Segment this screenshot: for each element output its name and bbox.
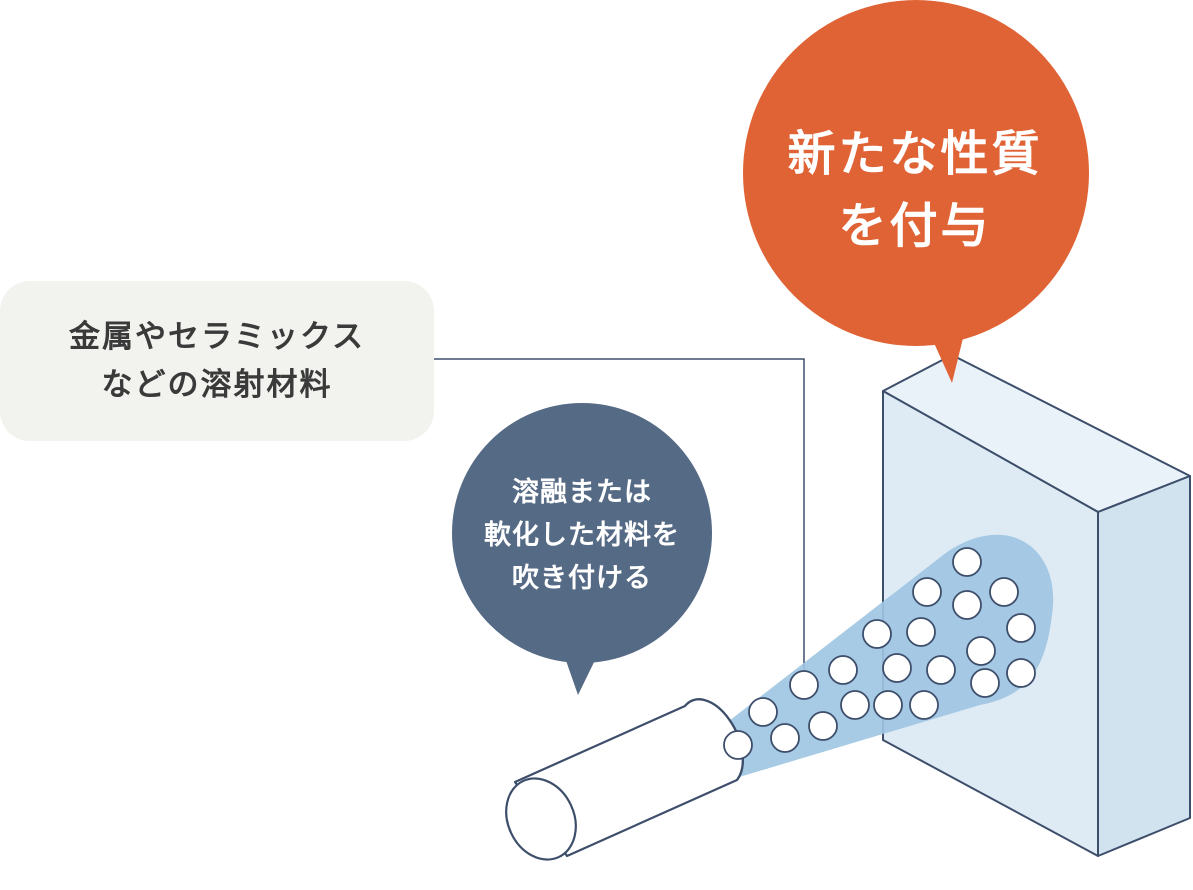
spray-bubble-text: 溶融または 軟化した材料を 吹き付ける bbox=[452, 460, 712, 610]
spray-speech-bubble bbox=[452, 403, 712, 695]
particle bbox=[862, 619, 892, 649]
spray-bubble-line1: 溶融または bbox=[512, 476, 652, 508]
result-speech-bubble bbox=[743, 0, 1089, 383]
spray-bubble-line3: 吹き付ける bbox=[512, 562, 652, 594]
particle bbox=[828, 655, 858, 685]
particle bbox=[840, 690, 870, 720]
result-bubble-text: 新たな性質 を付与 bbox=[740, 100, 1090, 280]
particle bbox=[770, 723, 800, 753]
material-label-line1: 金属やセラミックス bbox=[68, 319, 366, 355]
particle bbox=[1006, 613, 1036, 643]
particle bbox=[952, 547, 982, 577]
material-label-line2: などの溶射材料 bbox=[101, 367, 333, 403]
spray-gun-nozzle bbox=[505, 698, 744, 861]
nozzle-end-face bbox=[505, 777, 577, 861]
result-bubble-line2: を付与 bbox=[838, 198, 992, 254]
particle bbox=[1006, 658, 1036, 688]
result-bubble-line1: 新たな性質 bbox=[787, 126, 1043, 182]
particle bbox=[926, 655, 956, 685]
nozzle-back-edge bbox=[684, 698, 744, 781]
particle bbox=[808, 711, 838, 741]
particle bbox=[723, 730, 753, 760]
block-side-face bbox=[1097, 475, 1191, 857]
particle bbox=[882, 653, 912, 683]
particle bbox=[789, 670, 819, 700]
result-bubble-circle bbox=[743, 0, 1089, 346]
particle bbox=[912, 577, 942, 607]
spray-bubble-circle bbox=[452, 403, 712, 663]
spray-bubble-line2: 軟化した材料を bbox=[484, 519, 680, 551]
particle bbox=[906, 617, 936, 647]
spray-bubble-tail bbox=[563, 652, 599, 695]
particle bbox=[909, 690, 939, 720]
particle bbox=[989, 577, 1019, 607]
particle bbox=[873, 690, 903, 720]
result-bubble-tail bbox=[930, 330, 965, 383]
particle bbox=[952, 590, 982, 620]
particle bbox=[970, 668, 1000, 698]
particle bbox=[966, 636, 996, 666]
leader-line bbox=[434, 358, 805, 672]
particle bbox=[748, 697, 778, 727]
material-label-box: 金属やセラミックス などの溶射材料 bbox=[0, 281, 434, 441]
spray-particles bbox=[723, 547, 1036, 760]
